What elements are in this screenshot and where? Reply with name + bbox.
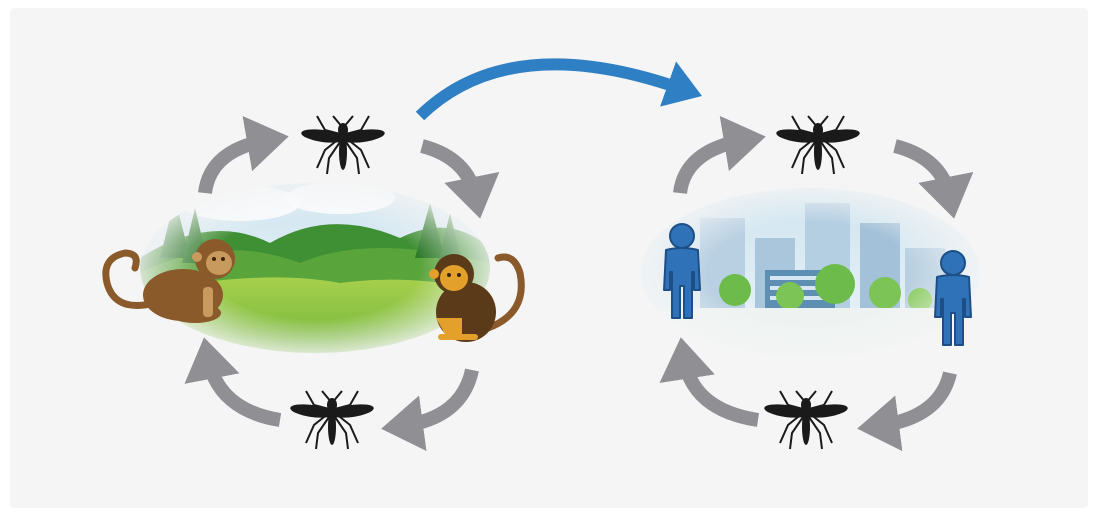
diagram-canvas	[10, 8, 1088, 508]
cycle-arrow-icon	[381, 368, 479, 451]
cycle-arrow-icon	[857, 371, 957, 452]
cycle-arrow-icon	[420, 139, 500, 219]
mosquito-icon	[774, 115, 862, 175]
right-cycle-arrows	[659, 115, 974, 452]
mosquito-icon	[288, 390, 376, 450]
monkey-icon	[429, 253, 525, 342]
mosquito-icon	[762, 390, 850, 450]
cycle-arrow-icon	[673, 115, 766, 195]
left-cycle-arrows	[184, 115, 500, 451]
cycle-arrow-icon	[198, 115, 289, 195]
cycle-arrow-icon	[893, 139, 974, 219]
mosquito-icon	[299, 115, 387, 175]
cycle-arrow-icon	[659, 337, 760, 427]
transmission-diagram	[102, 58, 980, 452]
cycle-arrow-icon	[184, 337, 282, 427]
monkey-icon	[102, 239, 235, 323]
curved-arrow-icon	[415, 58, 702, 121]
